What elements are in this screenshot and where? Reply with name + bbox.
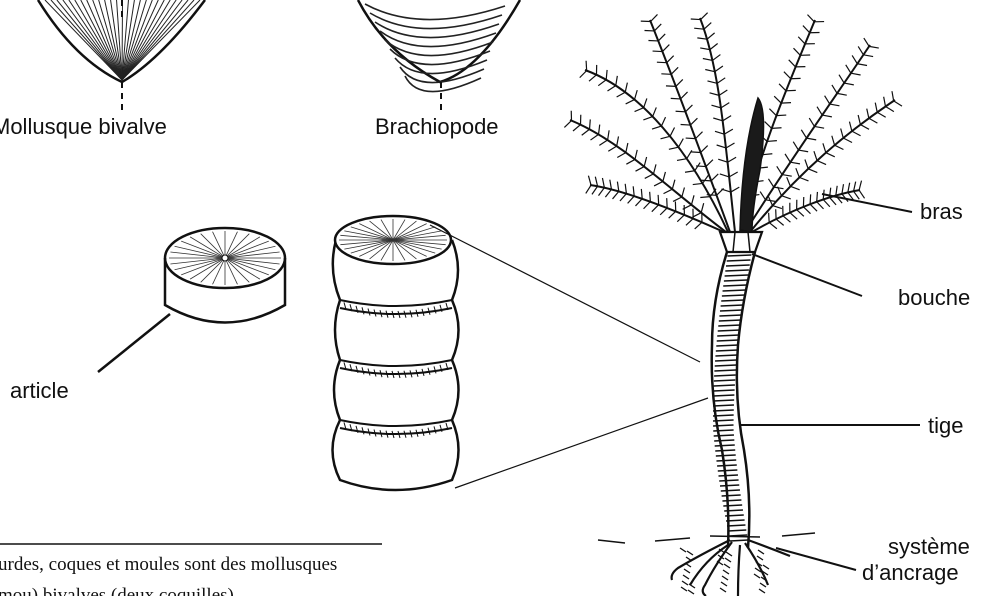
crinoid-stem-right	[737, 252, 755, 548]
seafloor-line	[598, 533, 815, 543]
anchor-label-line2: d’ancrage	[862, 560, 959, 585]
crinoid-drawing	[564, 13, 902, 596]
brachiopod-label: Brachiopode	[375, 114, 499, 139]
mouth-label: bouche	[898, 285, 970, 310]
arms-pointer-line	[822, 194, 912, 212]
crinoid-holdfast	[672, 540, 790, 596]
bivalve-shell-drawing	[38, 0, 205, 112]
bivalve-label: Mollusque bivalve	[0, 114, 167, 139]
detail-connector-top	[430, 225, 700, 362]
footnote-line2: mou) bivalves (deux coquilles)	[0, 585, 234, 596]
footnote-line1: urdes, coques et moules sont des mollusq…	[0, 554, 337, 575]
arms-label: bras	[920, 199, 963, 224]
brachiopod-shell-drawing	[358, 0, 520, 112]
stem-label: tige	[928, 413, 963, 438]
article-label: article	[10, 378, 69, 403]
anchor-label-line1: système	[888, 534, 970, 559]
mouth-pointer-line	[752, 254, 862, 296]
article-pointer-line	[98, 314, 170, 372]
crinoid-calyx	[720, 232, 762, 252]
anchor-pointer-line	[776, 548, 856, 570]
single-article-drawing	[165, 228, 285, 323]
stacked-articles-drawing	[333, 216, 459, 490]
detail-connector-bottom	[455, 398, 708, 488]
